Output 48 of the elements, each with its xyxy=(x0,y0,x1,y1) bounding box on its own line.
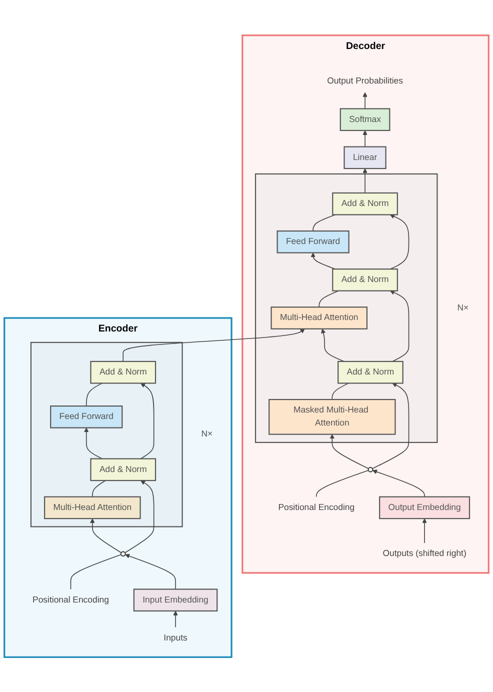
node-box xyxy=(268,398,396,435)
node-box xyxy=(332,268,398,292)
node-box xyxy=(379,496,470,519)
arrow xyxy=(330,434,369,469)
arrow xyxy=(390,290,410,362)
connector xyxy=(92,480,106,497)
node-box xyxy=(332,192,398,215)
arrow xyxy=(422,518,427,544)
node-box xyxy=(90,360,156,384)
arrow xyxy=(122,328,305,362)
node-box xyxy=(133,588,218,612)
node-box xyxy=(344,146,386,169)
node-text: Output Probabilities xyxy=(327,76,403,86)
node-text: Outputs (shifted right) xyxy=(382,548,466,558)
node-circle xyxy=(120,550,126,556)
arrow xyxy=(372,469,425,497)
node-box xyxy=(270,306,368,330)
node-circle xyxy=(368,466,374,472)
arrow xyxy=(372,382,410,469)
connector xyxy=(70,554,122,590)
arrow xyxy=(362,130,368,147)
arrow xyxy=(84,427,103,459)
connector xyxy=(318,290,340,308)
node-box xyxy=(276,230,350,254)
arrow xyxy=(362,92,368,109)
arrow xyxy=(124,480,154,553)
node-box xyxy=(90,458,156,481)
cluster xyxy=(254,173,438,443)
cluster xyxy=(242,34,490,574)
arrow xyxy=(140,382,154,459)
arrow xyxy=(173,610,178,628)
cluster xyxy=(4,316,232,658)
arrow xyxy=(362,168,368,194)
cluster xyxy=(30,342,183,527)
node-text: Inputs xyxy=(164,632,188,642)
node-text: Positional Encoding xyxy=(32,594,109,604)
connector xyxy=(312,214,336,232)
arrow xyxy=(124,554,176,590)
connector xyxy=(86,382,103,406)
connector xyxy=(316,470,369,497)
connector xyxy=(332,382,349,400)
node-box xyxy=(338,360,404,384)
node-box xyxy=(50,405,123,428)
node-box xyxy=(340,108,390,131)
arrow xyxy=(390,214,410,270)
arrow xyxy=(90,518,122,553)
node-text: Positional Encoding xyxy=(278,502,355,512)
node-box xyxy=(44,496,141,519)
